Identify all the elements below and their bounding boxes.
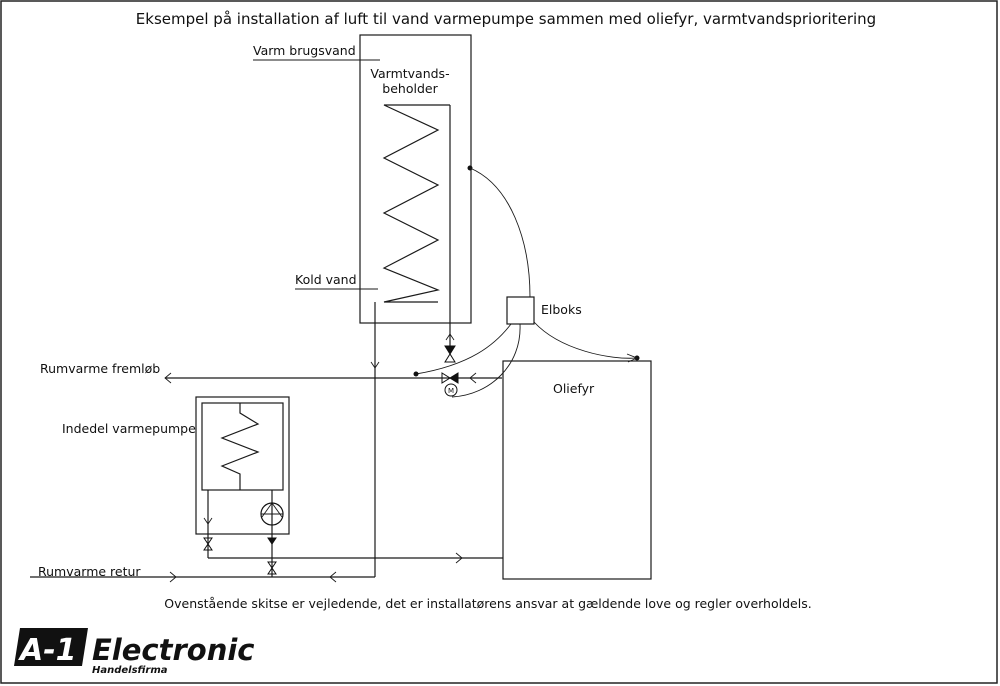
indoor-valve-right-top [267, 537, 277, 545]
valve-right-triangle [449, 372, 459, 384]
tank-label-line2: beholder [382, 81, 438, 96]
elboks-wire-to-fremlob [415, 323, 512, 375]
logo-mark-text: A-1 [18, 633, 77, 668]
riser-flow-arrow [445, 333, 455, 341]
company-logo: A-1 Electronic Handelsfirma [14, 628, 254, 676]
label-varm-brugsvand: Varm brugsvand [253, 43, 356, 58]
logo-subtitle: Handelsfirma [92, 665, 168, 676]
valve-motor-circle [444, 383, 458, 397]
label-rumvarme-retur: Rumvarme retur [38, 564, 141, 579]
indoor-valve-right-b1 [267, 561, 277, 569]
logo-mark-bg [14, 628, 88, 666]
logo-name: Electronic [92, 633, 254, 667]
elboks-wire-to-motor [451, 323, 521, 398]
retur-arrow-left [329, 571, 337, 583]
fremlob-sensor-dot [413, 371, 419, 377]
valve-upper-symbol-b [444, 353, 456, 363]
three-way-valve: M [441, 345, 459, 397]
diagram-title: Eksempel på installation af luft til van… [136, 10, 876, 28]
label-kold-vand: Kold vand [295, 272, 357, 287]
supply-pipe-arrow [455, 552, 463, 564]
tank-sensor-wire [469, 167, 531, 298]
label-oliefyr: Oliefyr [553, 381, 595, 396]
indoor-valve-right-b2 [267, 567, 277, 575]
indoor-unit-inner [201, 402, 284, 491]
hot-water-tank [359, 34, 472, 324]
retur-arrow-right [169, 571, 177, 583]
valve-motor-label: M [448, 387, 454, 395]
indoor-unit-coil [220, 403, 260, 490]
tank-heating-coil [382, 104, 450, 303]
fremlob-arrow-mid [469, 372, 477, 384]
indoor-valve-left-top [203, 537, 213, 545]
oliefyr-box [502, 360, 652, 580]
indoor-left-arrow [203, 517, 213, 525]
elboks-wire-to-oliefyr [533, 321, 638, 359]
indoor-valve-left-bottom [203, 543, 213, 551]
tank-label-line1: Varmtvands- [370, 66, 449, 81]
footer-note: Ovenstående skitse er vejledende, det er… [164, 596, 811, 611]
cold-water-flow-arrow [370, 361, 380, 369]
label-rumvarme-fremlob: Rumvarme fremløb [40, 361, 160, 376]
elboks-box [506, 296, 535, 325]
pump-tri-right [271, 502, 283, 518]
fremlob-arrow-left [164, 372, 172, 384]
indoor-unit-outer [195, 396, 290, 535]
valve-left-triangle [441, 372, 451, 384]
valve-upper-symbol [444, 345, 456, 355]
pump-tri-left [261, 502, 273, 518]
label-elboks: Elboks [541, 302, 582, 317]
label-indedel-varmepumpe: Indedel varmepumpe [62, 421, 196, 436]
